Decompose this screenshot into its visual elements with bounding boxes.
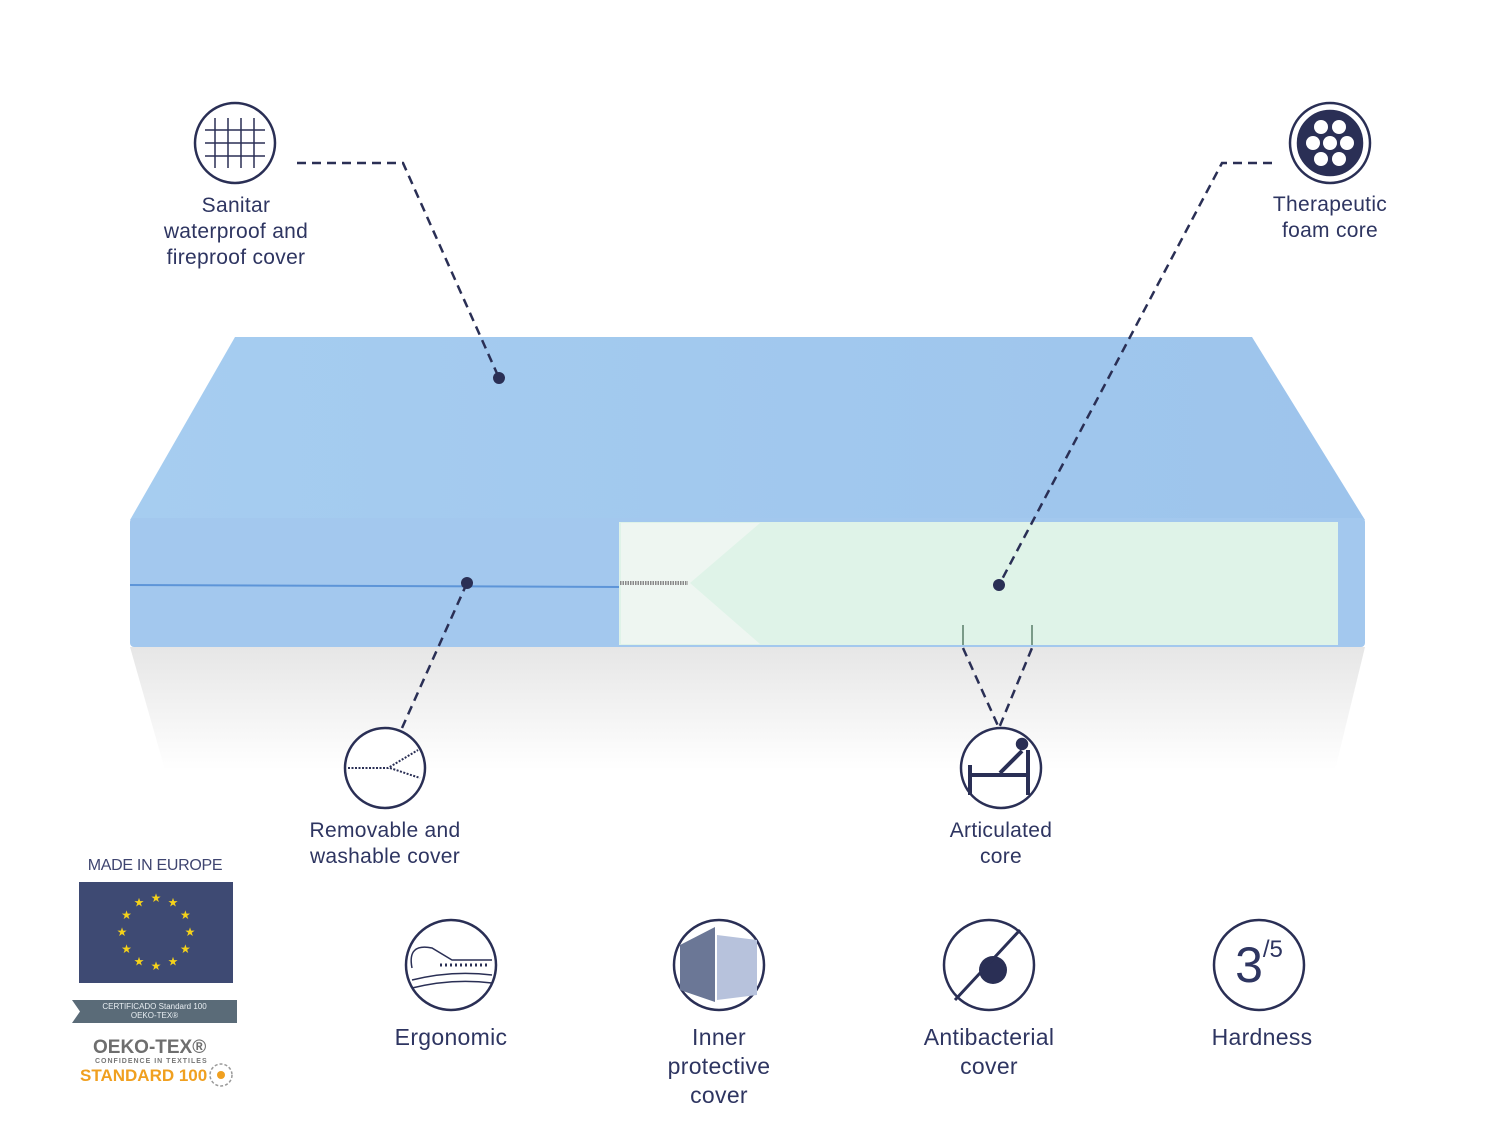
- oeko-tagline: CONFIDENCE IN TEXTILES: [95, 1058, 208, 1065]
- zipper-seam: [129, 584, 620, 588]
- eu-star-icon: ★: [121, 908, 132, 922]
- feature-ergonomic-label: Ergonomic: [394, 1024, 508, 1050]
- fabric-weave-icon: [193, 101, 277, 185]
- adjustable-bed-icon: [959, 726, 1043, 810]
- ergonomic-body-icon: [404, 918, 498, 1012]
- oeko-tex-logo: OEKO-TEX®: [93, 1037, 207, 1058]
- eu-star-icon: ★: [151, 959, 162, 973]
- eu-star-icon: ★: [185, 925, 196, 939]
- eu-star-icon: ★: [151, 891, 162, 905]
- no-bacteria-icon: [942, 918, 1036, 1012]
- eu-star-icon: ★: [180, 942, 191, 956]
- mattress-top: [130, 337, 1365, 520]
- eu-star-icon: ★: [134, 954, 145, 968]
- leader-dots: [461, 372, 1005, 591]
- foam-cells-icon: [1288, 101, 1372, 185]
- eu-star-icon: ★: [117, 925, 128, 939]
- hardness-value: 3/5: [1235, 936, 1283, 993]
- layer-cover-icon: [672, 918, 766, 1012]
- eu-star-icon: ★: [168, 896, 179, 910]
- eu-star-icon: ★: [180, 908, 191, 922]
- zipper-icon: [343, 726, 427, 810]
- made-in-europe-label: MADE IN EUROPE: [87, 857, 223, 874]
- leader-lines: [297, 161, 1272, 732]
- oeko-flower-icon: [209, 1063, 233, 1087]
- eu-star-icon: ★: [134, 896, 145, 910]
- feature-hardness-label: Hardness: [1211, 1024, 1313, 1050]
- eu-star-icon: ★: [121, 942, 132, 956]
- eu-star-icon: ★: [168, 954, 179, 968]
- oeko-standard: STANDARD 100: [80, 1066, 208, 1085]
- cover-flap: [621, 523, 760, 644]
- mattress-shadow: [130, 647, 1365, 770]
- foam-core-cutaway: [619, 522, 1338, 645]
- hardness-rating-icon: [1212, 918, 1306, 1012]
- eu-flag-icon: ★★★★★★★★★★★★: [79, 882, 233, 983]
